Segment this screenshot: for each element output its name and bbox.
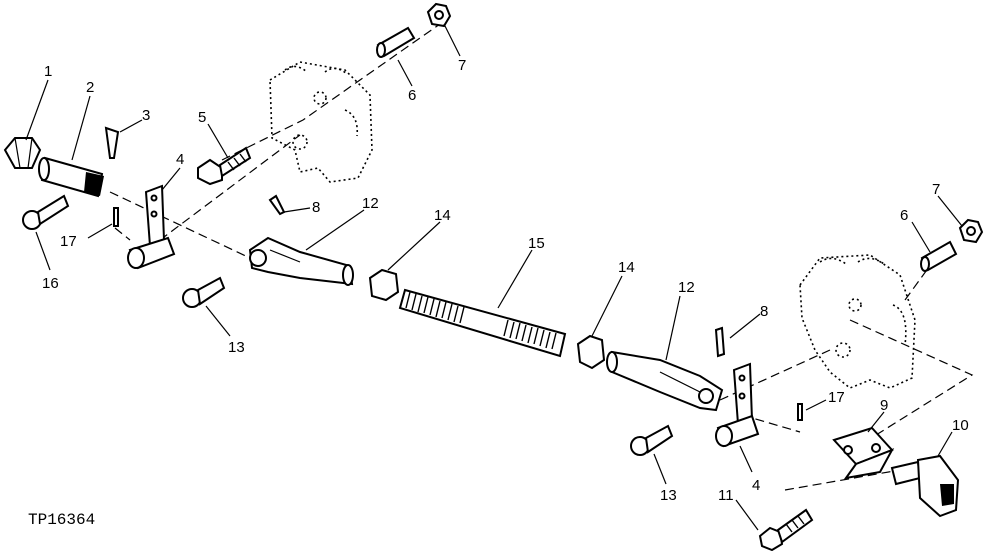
callout-4-left: 4 (176, 151, 184, 168)
sleeve-2 (38, 156, 104, 198)
callout-3: 3 (142, 107, 150, 124)
threaded-rod-15 (398, 288, 567, 358)
clevis-pin-13-left (182, 276, 226, 308)
callout-7-top: 7 (458, 57, 466, 74)
callout-10: 10 (952, 417, 969, 434)
valve-housing-right-phantom (799, 254, 916, 389)
spacer-6-top (376, 26, 416, 58)
nut-7-top (426, 2, 452, 28)
callout-14-right: 14 (618, 259, 635, 276)
callout-15: 15 (528, 235, 545, 252)
figure-id: TP16364 (28, 511, 95, 529)
clevis-12-left (248, 236, 354, 286)
bolt-16 (22, 194, 70, 230)
callout-17-left: 17 (60, 233, 77, 250)
hex-nut-1 (3, 137, 42, 169)
callout-5: 5 (198, 109, 206, 126)
spacer-6-right (920, 240, 958, 272)
callout-9: 9 (880, 397, 888, 414)
nut-7-right (958, 218, 984, 244)
callout-13-left: 13 (228, 339, 245, 356)
clevis-12-right (606, 350, 724, 412)
bolt-11 (758, 508, 814, 551)
callout-8-right: 8 (760, 303, 768, 320)
callout-13-right: 13 (660, 487, 677, 504)
callout-14-left: 14 (434, 207, 451, 224)
bracket-9 (832, 426, 895, 480)
cotter-pin-8-left (268, 194, 286, 216)
leader-lines (25, 23, 963, 531)
callout-12-left: 12 (362, 195, 379, 212)
cotter-pin-3 (104, 126, 120, 159)
callout-4-right: 4 (752, 477, 760, 494)
callout-16: 16 (42, 275, 59, 292)
switch-10 (890, 454, 960, 518)
clevis-pin-13-right (630, 424, 674, 456)
callout-6-right: 6 (900, 207, 908, 224)
callout-11: 11 (718, 487, 734, 504)
callout-6-top: 6 (408, 87, 416, 104)
callout-2: 2 (86, 79, 94, 96)
roll-pin-17-left (113, 207, 119, 227)
callout-labels: 1 2 3 4 5 6 7 8 12 14 15 17 16 13 14 12 … (42, 57, 969, 504)
callout-17-right: 17 (828, 389, 845, 406)
jam-nut-14-right (576, 334, 606, 370)
lever-4-left (127, 184, 176, 270)
callout-12-right: 12 (678, 279, 695, 296)
roll-pin-17-right (797, 403, 803, 421)
callout-8-left: 8 (312, 199, 320, 216)
lever-4-right (715, 362, 760, 448)
cotter-pin-8-right (714, 326, 726, 358)
callout-7-right: 7 (932, 181, 940, 198)
valve-housing-left-phantom (269, 61, 373, 183)
jam-nut-14-left (368, 268, 400, 302)
callout-1: 1 (44, 63, 52, 80)
bolt-5 (197, 146, 252, 186)
